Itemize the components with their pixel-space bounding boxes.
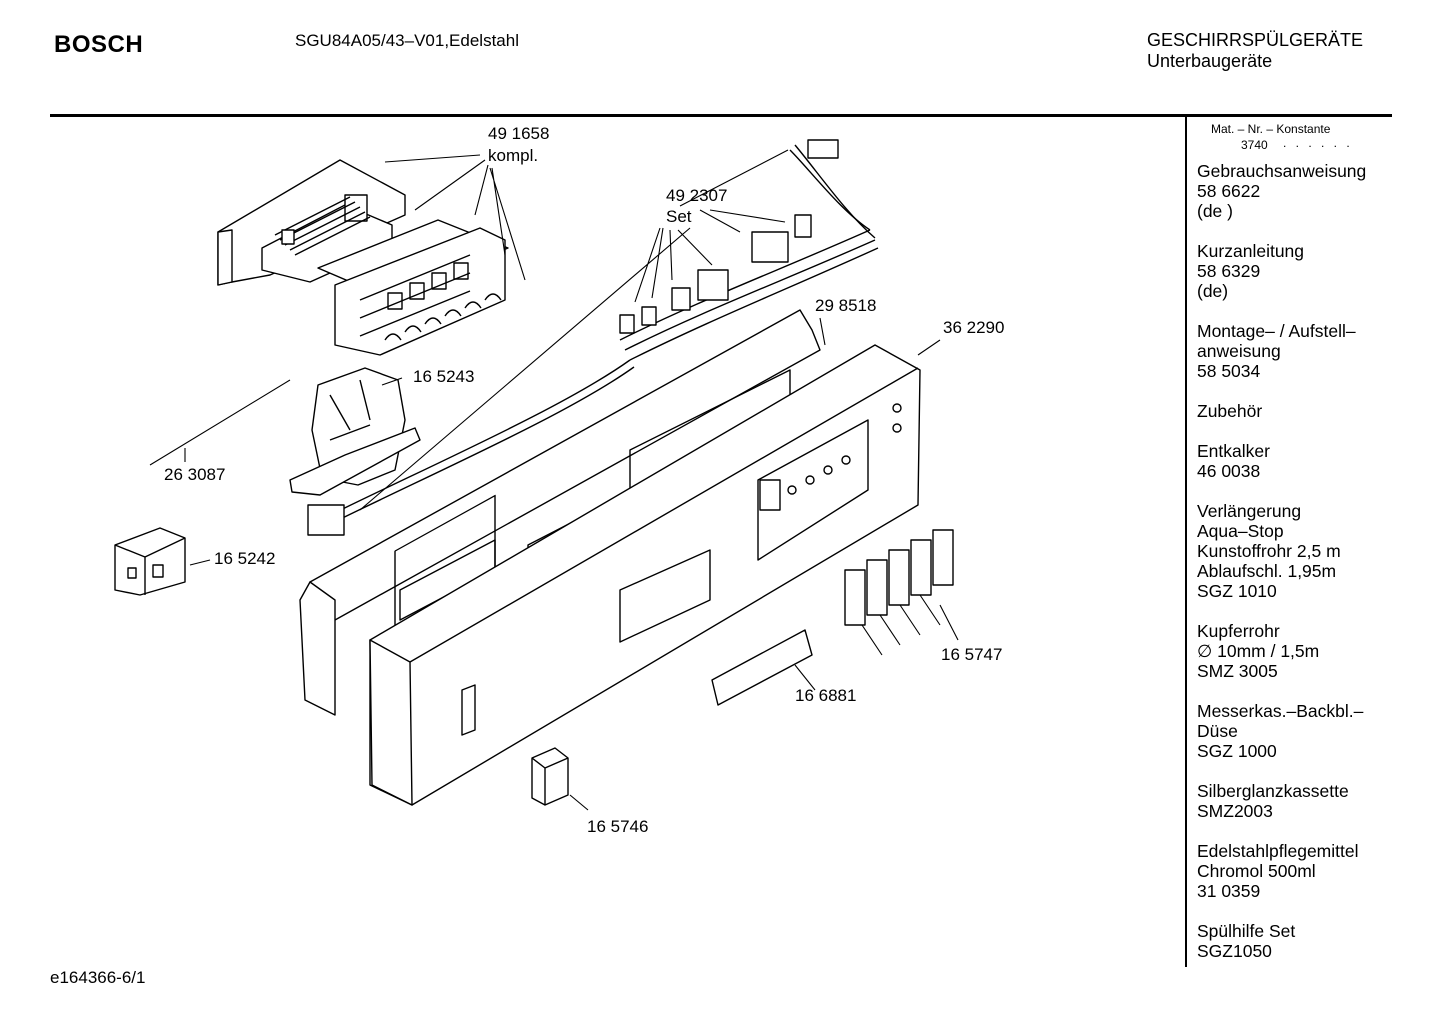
part-label-166881: 16 6881 [795,686,857,705]
accessory-line: Edelstahlpflegemittel [1197,841,1359,861]
accessory-line: Montage– / Aufstell– [1197,321,1356,341]
accessory-line: (de ) [1197,201,1233,221]
part-label-263087: 26 3087 [164,465,226,484]
part-label-165242: 16 5242 [214,549,276,568]
part-label-165746: 16 5746 [587,817,649,836]
leader-lines [149,149,959,811]
part-label-165747: 16 5747 [941,645,1003,664]
accessory-line: (de) [1197,281,1229,301]
part-label-165243: 16 5243 [413,367,475,386]
accessory-line: Kunstoffrohr 2,5 m [1197,541,1341,561]
accessory-line: SMZ2003 [1197,801,1273,821]
accessory-line: Entkalker [1197,441,1270,461]
part-label-492307: 49 2307 [666,186,728,205]
part-label-362290: 36 2290 [943,318,1005,337]
front-fascia-drawing [369,344,921,806]
accessory-line: 31 0359 [1197,881,1261,901]
document-code: e164366-6/1 [50,968,146,987]
inner-panel-drawing [299,309,821,716]
accessory-line: ∅ 10mm / 1,5m [1197,641,1320,661]
mat-dots: . . . . . . [1283,136,1353,150]
accessory-line: Messerkas.–Backbl.– [1197,701,1364,721]
accessory-line: 58 6329 [1197,261,1261,281]
accessory-line: Kurzanleitung [1197,241,1305,261]
accessory-line: anweisung [1197,341,1281,361]
accessory-line: SGZ 1010 [1197,581,1277,601]
brand-logo: BOSCH [54,31,144,58]
accessory-line: SMZ 3005 [1197,661,1278,681]
accessory-line: Verlängerung [1197,501,1302,521]
accessory-line: Ablaufschl. 1,95m [1197,561,1337,581]
accessory-line: 46 0038 [1197,461,1261,481]
accessory-line: 58 5034 [1197,361,1261,381]
accessory-line: Kupferrohr [1197,621,1280,641]
category-subtitle: Unterbaugeräte [1147,51,1273,71]
cap-drawing [531,747,569,806]
switch-drawing [114,527,186,596]
exploded-diagram [114,139,959,811]
accessory-line: Spülhilfe Set [1197,921,1296,941]
buttons-drawing [844,529,954,626]
category-title: GESCHIRRSPÜLGERÄTE [1147,30,1364,50]
accessory-line: Chromol 500ml [1197,861,1316,881]
accessory-line: SGZ1050 [1197,941,1272,961]
model-title: SGU84A05/43–V01,Edelstahl [295,31,519,50]
part-note-491658: kompl. [488,146,539,165]
part-label-298518: 29 8518 [815,296,877,315]
accessory-line: Zubehör [1197,401,1263,421]
accessory-line: Düse [1197,721,1238,741]
part-note-492307: Set [666,207,692,226]
wiring-harness-drawing [307,139,879,536]
strip-drawing [711,629,813,706]
part-label-491658: 49 1658 [488,124,550,143]
header-rule [50,114,1392,117]
accessory-line: 58 6622 [1197,181,1261,201]
holder-drawing [289,367,421,496]
accessory-line: SGZ 1000 [1197,741,1277,761]
sidebar-divider [1185,117,1187,967]
accessory-line: Silberglanzkassette [1197,781,1349,801]
accessory-line: Gebrauchsanweisung [1197,161,1367,181]
accessory-item: Zubehör [1197,401,1387,421]
control-module-drawing [217,159,509,356]
mat-value: 3740 [1241,138,1268,152]
mat-header: Mat. – Nr. – Konstante [1211,122,1331,136]
accessory-line: Aqua–Stop [1197,521,1284,541]
